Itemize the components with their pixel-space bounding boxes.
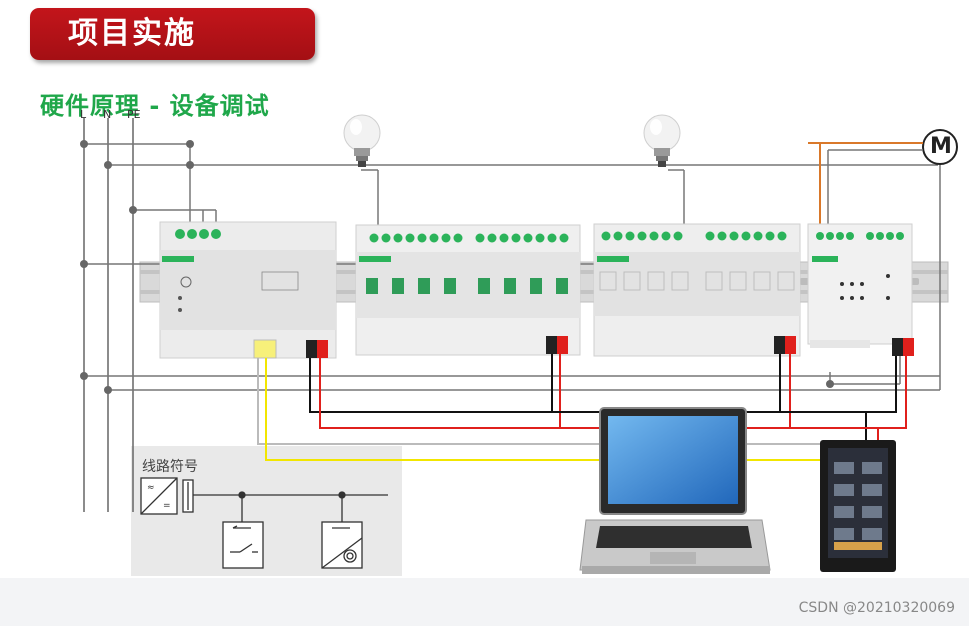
wiring-diagram: ≈ = bbox=[80, 114, 958, 574]
knx-bus-wires bbox=[257, 354, 907, 461]
bus-lines bbox=[83, 118, 134, 512]
motor-icon bbox=[808, 129, 958, 232]
svg-text:≈: ≈ bbox=[147, 483, 155, 493]
page-subtitle: 硬件原理 - 设备调试 bbox=[40, 92, 270, 120]
light-bulb-icon bbox=[643, 114, 681, 167]
watermark: CSDN @20210320069 bbox=[798, 600, 955, 616]
laptop-icon bbox=[579, 407, 771, 574]
legend-title: 线路符号 bbox=[142, 459, 198, 475]
switch-actuator-symbol-icon bbox=[222, 521, 264, 569]
touch-panel-icon bbox=[820, 440, 896, 572]
bus-label-l: L bbox=[80, 108, 87, 121]
terminal-row bbox=[175, 229, 221, 239]
motor-label: M bbox=[930, 134, 952, 159]
bus-label-pe: PE bbox=[127, 108, 141, 121]
dimmer-symbol-icon bbox=[321, 521, 363, 569]
bus-label-n: N bbox=[103, 108, 112, 121]
power-supply-module bbox=[159, 221, 337, 359]
footer-band bbox=[0, 578, 969, 626]
dimmer-actuator-module bbox=[593, 223, 801, 357]
power-supply-symbol-icon: ≈ = bbox=[140, 477, 194, 515]
page-title: 项目实施 bbox=[30, 8, 315, 60]
legend-symbols: ≈ = bbox=[140, 477, 388, 569]
svg-text:=: = bbox=[163, 501, 171, 511]
blind-actuator-module bbox=[807, 223, 914, 356]
switch-actuator-module bbox=[355, 224, 581, 356]
light-bulb-icon bbox=[343, 114, 381, 167]
